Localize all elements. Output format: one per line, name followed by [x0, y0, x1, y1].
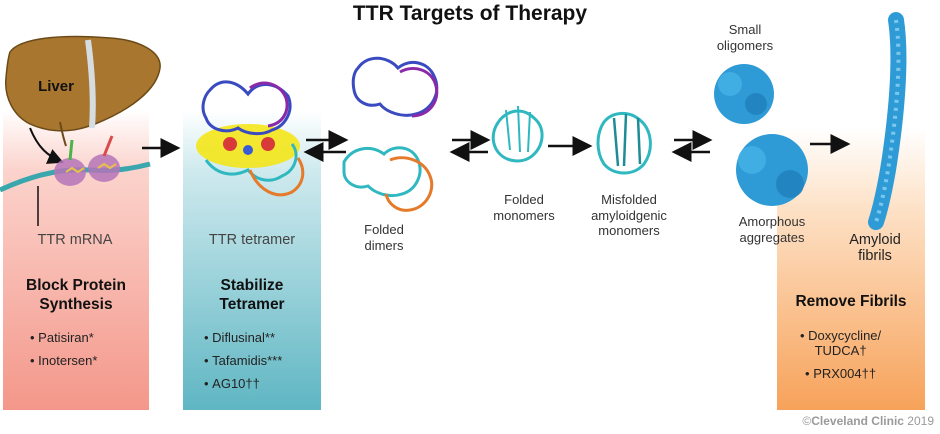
remove-fibrils-heading: Remove Fibrils — [795, 293, 907, 310]
copyright-symbol: © — [802, 414, 812, 428]
mrna-label: TTR mRNA — [37, 232, 113, 248]
drug-list-item: PRX004†† — [800, 366, 881, 381]
aggregates-label: Amorphous aggregates — [738, 214, 806, 245]
mrna-ribosome-icon — [0, 135, 151, 193]
dimers-label: Folded dimers — [364, 222, 404, 253]
fibrils-label: Amyloid fibrils — [849, 232, 901, 264]
block-synthesis-heading: Block Protein Synthesis — [26, 277, 126, 314]
drug-list-item: Diflusinal** — [204, 330, 282, 345]
remove-fibrils-drug-list: Doxycycline/ TUDCA† PRX004†† — [800, 328, 881, 389]
monomers-label: Folded monomers — [493, 192, 555, 223]
misfolded-monomer-icon — [596, 112, 652, 175]
diagram-title: TTR Targets of Therapy — [352, 2, 588, 25]
liver-label: Liver — [38, 78, 74, 95]
amorphous-aggregates-icon — [736, 134, 808, 206]
copyright-year: 2019 — [907, 414, 934, 428]
drug-list-item: Doxycycline/ TUDCA† — [800, 328, 881, 358]
tetramer-label: TTR tetramer — [208, 232, 296, 248]
block-synthesis-drug-list: Patisiran* Inotersen* — [30, 330, 97, 376]
drug-list-item: Inotersen* — [30, 353, 97, 368]
small-oligomers-icon — [714, 64, 774, 124]
copyright-credit: ©Cleveland Clinic 2019 — [802, 414, 934, 428]
drug-list-item: Patisiran* — [30, 330, 97, 345]
brand-name: Cleveland Clinic — [811, 414, 904, 428]
oligomers-label: Small oligomers — [716, 22, 774, 53]
drug-list-item: Tafamidis*** — [204, 353, 282, 368]
drug-list-item: AG10†† — [204, 376, 282, 391]
amyloid-fibril-icon — [868, 12, 907, 230]
ttr-tetramer-icon — [196, 80, 305, 197]
folded-dimers-icon — [342, 56, 439, 212]
folded-monomer-icon — [491, 105, 544, 163]
liver-icon — [5, 35, 161, 147]
stabilize-tetramer-heading: Stabilize Tetramer — [219, 277, 285, 314]
misfolded-label: Misfolded amyloidgenic monomers — [591, 192, 667, 239]
stabilize-tetramer-drug-list: Diflusinal** Tafamidis*** AG10†† — [204, 330, 282, 399]
